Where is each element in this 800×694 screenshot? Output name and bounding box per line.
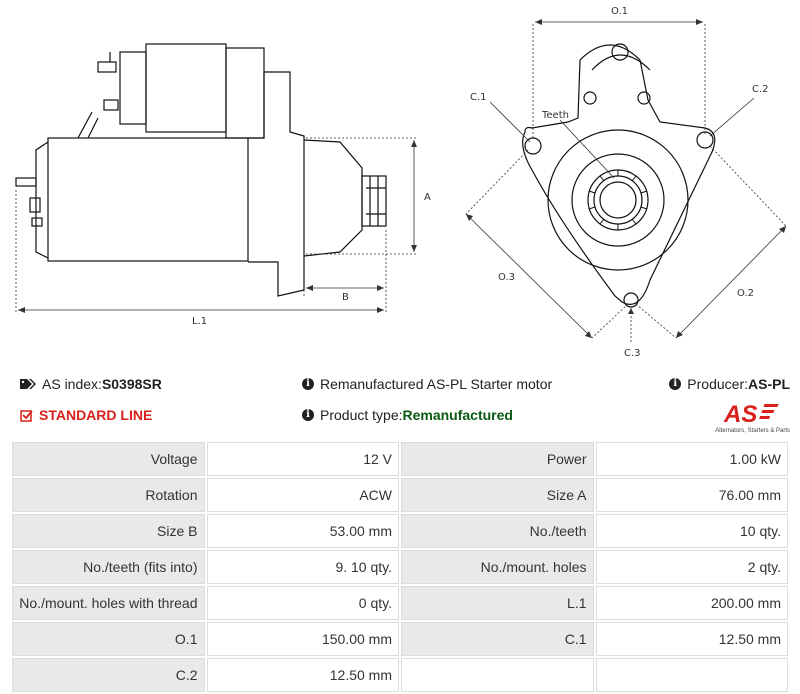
spec-value: 53.00 mm <box>206 514 399 548</box>
label-l1: L.1 <box>192 316 207 327</box>
label-o2: O.2 <box>737 288 754 299</box>
label-teeth: Teeth <box>541 110 569 121</box>
spec-key: Voltage <box>12 442 205 476</box>
spec-key: Size B <box>12 514 205 548</box>
tag-icon <box>20 378 36 390</box>
svg-text:AS: AS <box>723 401 757 426</box>
product-type-value: Remanufactured <box>402 407 513 423</box>
spec-key: O.1 <box>12 622 205 656</box>
checkbox-icon <box>20 409 33 422</box>
standard-line: STANDARD LINE <box>20 407 152 423</box>
as-index-label: AS index: <box>42 376 102 392</box>
logo-tagline: Alternators, Starters & Parts <box>715 428 790 434</box>
spec-value: 9. 10 qty. <box>206 550 399 584</box>
product-description: i Remanufactured AS-PL Starter motor <box>302 376 552 392</box>
logo-mark: AS <box>723 401 779 426</box>
product-info: AS index: S0398SR i Remanufactured AS-PL… <box>0 370 800 436</box>
description-text: Remanufactured AS-PL Starter motor <box>320 376 553 392</box>
standard-line-label: STANDARD LINE <box>39 407 153 423</box>
label-c1: C.1 <box>470 92 487 103</box>
spec-value: 76.00 mm <box>595 478 788 512</box>
spec-value: 12.50 mm <box>595 622 788 656</box>
spec-key: No./teeth <box>401 514 594 548</box>
spec-key: No./mount. holes <box>401 550 594 584</box>
technical-drawings: A B L.1 <box>15 6 787 359</box>
info-icon: i <box>302 409 314 421</box>
spec-key: Size A <box>401 478 594 512</box>
as-index-value: S0398SR <box>101 376 162 392</box>
producer-label: Producer: <box>687 376 748 392</box>
label-o1: O.1 <box>611 6 628 17</box>
label-c3: C.3 <box>624 348 641 359</box>
producer-value: AS-PL <box>748 376 790 392</box>
spec-key: No./teeth (fits into) <box>12 550 205 584</box>
table-row: No./teeth (fits into)9. 10 qty.No./mount… <box>12 550 788 584</box>
label-o3: O.3 <box>498 272 515 283</box>
product-type: i Product type: Remanufactured <box>302 407 513 423</box>
info-icon: i <box>302 378 314 390</box>
producer: i Producer: AS-PL <box>669 376 790 392</box>
spec-value: 12 V <box>206 442 399 476</box>
spec-key: C.2 <box>12 658 205 692</box>
spec-value <box>595 658 788 692</box>
spec-value: ACW <box>206 478 399 512</box>
spec-value: 150.00 mm <box>206 622 399 656</box>
front-view-drawing: O.1 C.1 C.2 Teeth O.3 O.2 C.3 <box>465 6 787 359</box>
spec-key: Rotation <box>12 478 205 512</box>
spec-value: 0 qty. <box>206 586 399 620</box>
spec-key <box>401 658 594 692</box>
spec-value: 200.00 mm <box>595 586 788 620</box>
label-b: B <box>342 292 349 303</box>
spec-key: C.1 <box>401 622 594 656</box>
spec-value: 1.00 kW <box>595 442 788 476</box>
label-a: A <box>424 192 431 203</box>
product-type-label: Product type: <box>320 407 403 423</box>
spec-value: 2 qty. <box>595 550 788 584</box>
spec-value: 10 qty. <box>595 514 788 548</box>
as-index: AS index: S0398SR <box>20 376 162 392</box>
spec-key: No./mount. holes with thread <box>12 586 205 620</box>
side-view-drawing: A B L.1 <box>15 43 431 327</box>
as-pl-logo: AS Alternators, Starters & Parts <box>694 400 790 434</box>
spec-key: L.1 <box>401 586 594 620</box>
spec-key: Power <box>401 442 594 476</box>
info-icon: i <box>669 378 682 390</box>
label-c2: C.2 <box>752 84 769 95</box>
spec-value: 12.50 mm <box>206 658 399 692</box>
